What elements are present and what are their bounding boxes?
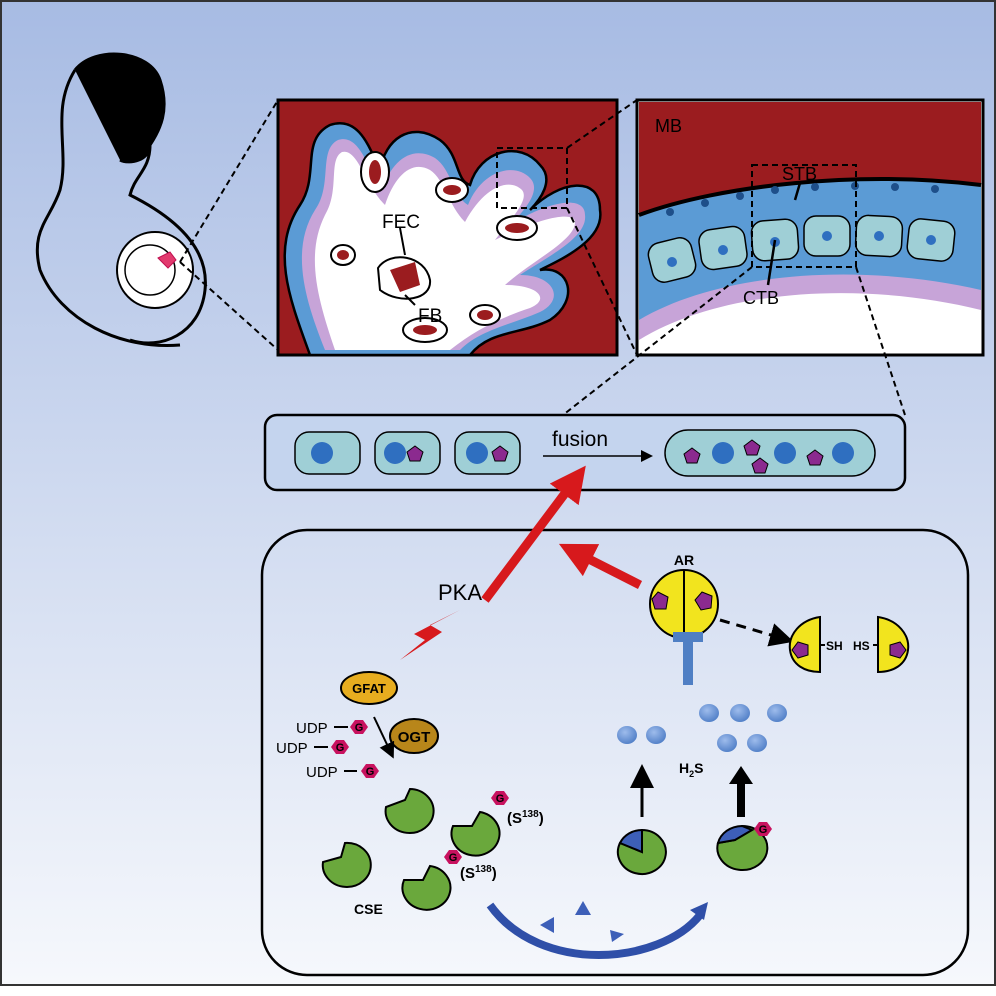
svg-text:UDP: UDP (306, 764, 338, 781)
svg-text:UDP: UDP (296, 720, 328, 737)
ar-dimer (649, 569, 719, 639)
h2s-arrow-large (729, 766, 753, 817)
pregnant-woman-illustration (35, 52, 207, 348)
svg-text:OGT: OGT (398, 729, 431, 746)
fragment-wedges (540, 901, 624, 942)
zoom-lines-2 (566, 99, 638, 356)
s138-label-1: (S138) (507, 809, 544, 827)
cse-label: CSE (354, 901, 383, 917)
svg-text:G: G (366, 766, 375, 778)
svg-text:G: G (496, 793, 505, 805)
h2s-molecules (617, 704, 787, 752)
udp-glcnac-list: UDP UDP UDP (276, 720, 357, 781)
cse-enzymes (321, 787, 769, 911)
svg-text:GFAT: GFAT (352, 681, 386, 696)
svg-text:G: G (355, 722, 364, 734)
svg-text:G: G (336, 742, 345, 754)
zoom-lines-3 (562, 266, 906, 416)
ar-monomers (788, 615, 910, 674)
pathway-panel: PKA AR SH HS H2S GFAT (260, 465, 970, 977)
conversion-arc-arrow (486, 902, 704, 959)
stb-label: STB (782, 164, 817, 184)
svg-text:G: G (759, 824, 768, 836)
svg-text:UDP: UDP (276, 740, 308, 757)
villus-panel: FEC FB (276, 98, 619, 357)
fusion-label: fusion (552, 428, 608, 451)
pka-label: PKA (438, 580, 482, 605)
zoom-lines-1 (179, 99, 279, 351)
fec-label: FEC (382, 212, 420, 233)
fb-label: FB (418, 306, 442, 327)
ogt-enzyme: OGT (389, 718, 439, 754)
sh-label: SH (826, 639, 843, 653)
glcnac-markers: G G G G G G (331, 720, 772, 864)
svg-text:G: G (449, 852, 458, 864)
ar-to-pka-arrow (558, 543, 643, 590)
mb-label: MB (655, 116, 682, 136)
gfat-enzyme: GFAT (340, 671, 398, 705)
fusion-panel: fusion (263, 413, 907, 492)
pka-lightning-arrow (400, 610, 460, 660)
hs-label: HS (853, 639, 870, 653)
ctb-label: CTB (743, 288, 779, 308)
h2s-label: H2S (679, 760, 703, 779)
pentagon-markers (406, 439, 824, 474)
ar-label: AR (674, 552, 694, 568)
s138-label-2: (S138) (460, 864, 497, 882)
inhibition-t-bar (673, 632, 703, 685)
pka-to-fusion-arrow (481, 465, 586, 603)
